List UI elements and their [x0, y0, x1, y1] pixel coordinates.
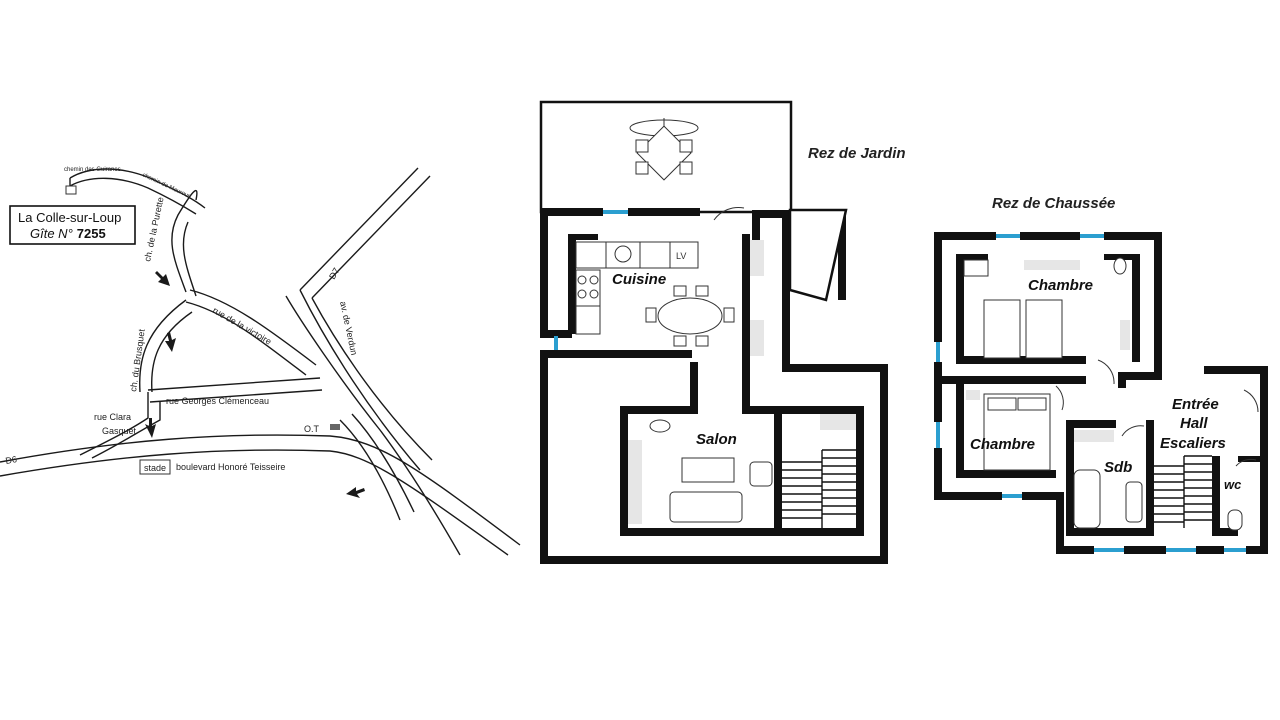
room-entree-1: Entrée	[1172, 396, 1219, 413]
stade-box	[139, 459, 171, 475]
label-rue-clara-1: rue Clara	[94, 412, 131, 422]
room-chambre-2: Chambre	[970, 436, 1035, 453]
room-wc: wc	[1224, 477, 1242, 492]
label-chemin-guiranes: chemin des Guiranes	[64, 167, 121, 173]
room-cuisine: Cuisine	[612, 271, 666, 288]
label-rue-clara-2: Gasquet	[102, 426, 137, 436]
label-rue-victoire: rue de la victoire	[211, 305, 273, 347]
label-ch-purette: ch. de la Purette	[142, 196, 165, 262]
parasol-table-icon	[629, 118, 699, 181]
arrow-1	[155, 271, 170, 286]
gite-line1: La Colle-sur-Loup	[18, 210, 121, 225]
room-entree-2: Hall	[1180, 415, 1208, 432]
room-salon: Salon	[696, 431, 737, 448]
arrow-3	[145, 418, 156, 438]
label-bd-teisseire: boulevard Honoré Teisseire	[176, 462, 285, 472]
label-stade: stade	[144, 463, 166, 473]
label-chemin-maurouns: chemin de Mauroun	[141, 172, 192, 200]
label-ot: O.T	[304, 424, 320, 434]
lv-label: LV	[676, 251, 686, 261]
gite-line2: Gîte N°7255	[30, 226, 106, 241]
gite-box	[9, 205, 136, 245]
arrow-4	[346, 487, 365, 498]
label-d6: D6	[5, 454, 18, 466]
staircase-chaussee	[1154, 455, 1212, 528]
plan-rez-de-jardin: Rez de Jardin	[539, 100, 906, 564]
label-rue-clemenceau: rue Georges Clémenceau	[166, 396, 269, 406]
title-rez-de-chaussee: Rez de Chaussée	[992, 195, 1115, 212]
label-d7: D7	[327, 266, 341, 281]
staircase-jardin	[782, 449, 856, 528]
arrow-2	[165, 332, 176, 352]
room-chambre-1: Chambre	[1028, 277, 1093, 294]
title-rez-de-jardin: Rez de Jardin	[808, 145, 906, 162]
label-ch-brusquet: ch. du Brusquet	[128, 328, 147, 392]
room-entree-3: Escaliers	[1160, 435, 1226, 452]
room-sdb: Sdb	[1104, 459, 1132, 476]
plan-rez-de-chaussee: Rez de Chaussée	[934, 195, 1268, 554]
road-map: chemin des Guiranes chemin de Mauroun ch…	[0, 167, 521, 556]
